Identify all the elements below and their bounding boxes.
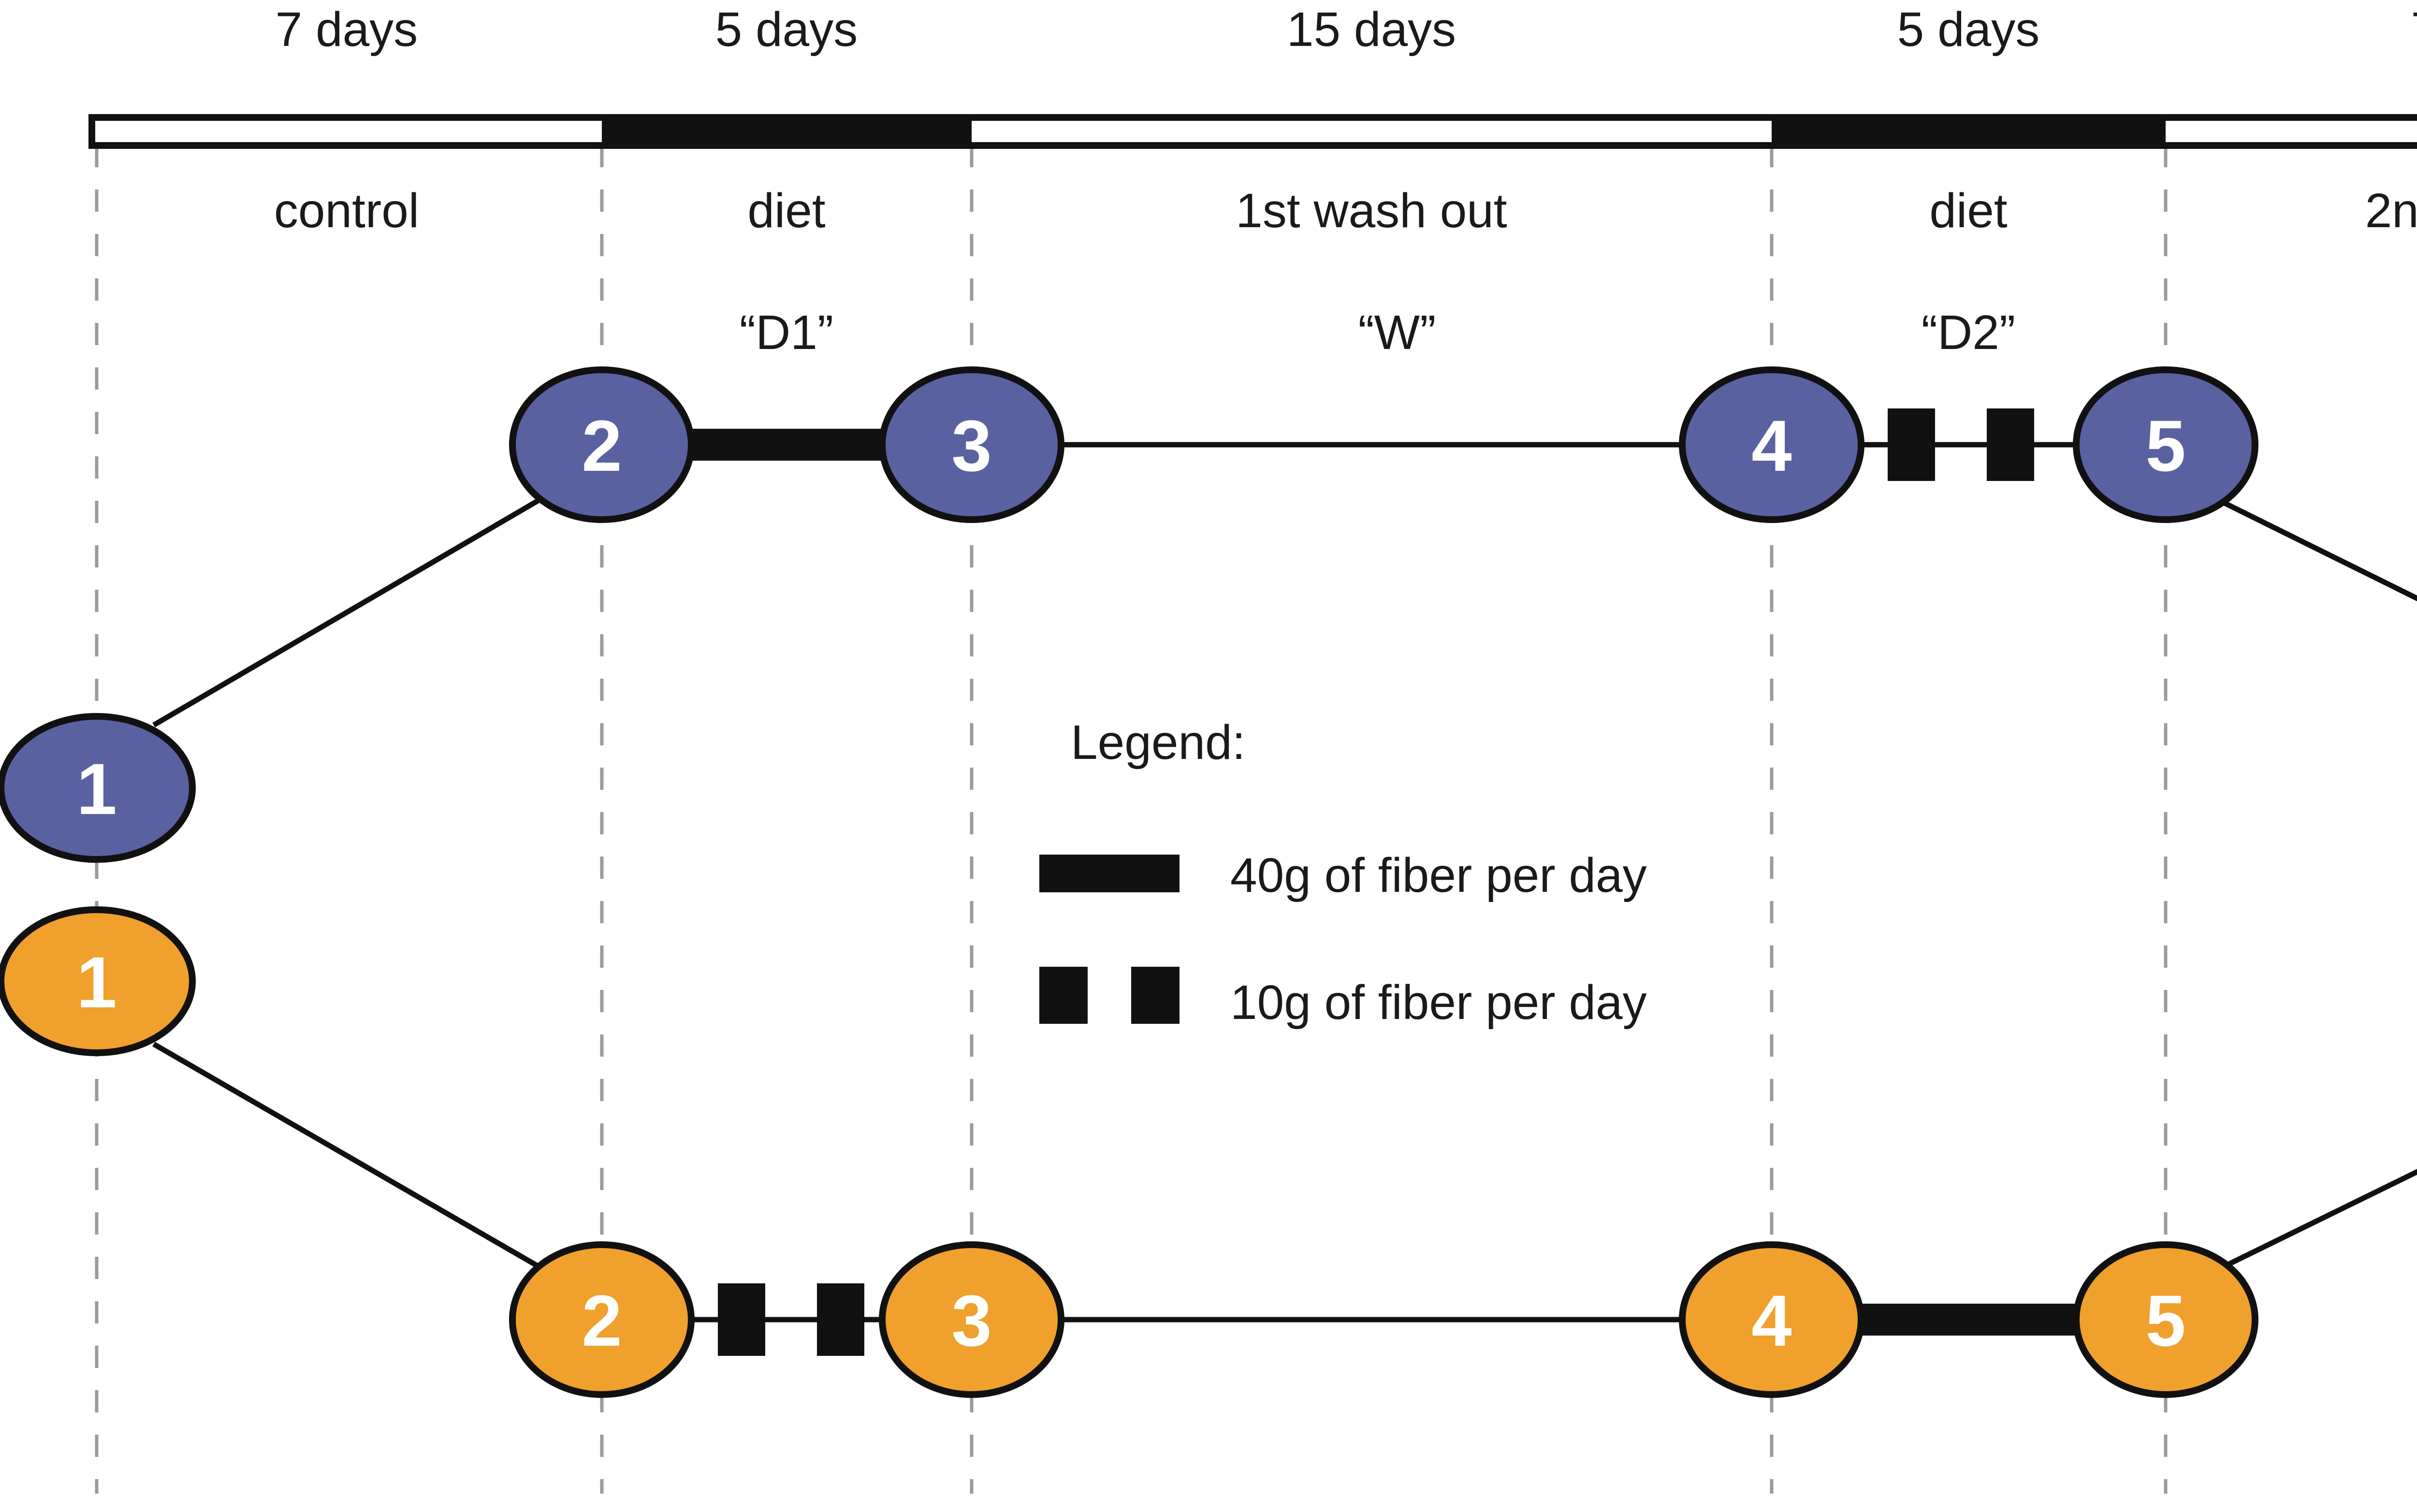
- timeline-bar-fill-diet-2: [1772, 114, 2166, 149]
- phase-label-first-washout: 1st wash out: [1236, 184, 1507, 238]
- node-a-2[interactable]: 2: [509, 366, 695, 523]
- code-label-d1: “D1”: [740, 305, 833, 360]
- link-a-5-6: [2203, 491, 2417, 601]
- node-a-3-label: 3: [951, 405, 991, 486]
- node-b-4[interactable]: 4: [1679, 1241, 1864, 1398]
- node-b-4-label: 4: [1751, 1280, 1791, 1361]
- node-b-2-label: 2: [582, 1280, 622, 1361]
- node-b-5[interactable]: 5: [2073, 1241, 2258, 1398]
- link-b-2-3-block-2: [817, 1283, 864, 1356]
- phase-labels: control diet 1st wash out diet 2nd wash …: [274, 184, 2417, 238]
- node-a-1[interactable]: 1: [0, 713, 196, 863]
- timeline-bar: [88, 114, 2417, 149]
- node-b-2[interactable]: 2: [509, 1241, 695, 1398]
- node-a-3-shape[interactable]: [879, 366, 1064, 523]
- node-a-1-shape[interactable]: [0, 713, 196, 863]
- period-code-labels: “D1” “W” “D2”: [740, 305, 2015, 360]
- node-a-4-label: 4: [1751, 405, 1791, 486]
- node-b-1-shape[interactable]: [0, 906, 196, 1056]
- node-a-1-label: 1: [76, 748, 116, 829]
- legend-item-10g: 10g of fiber per day: [1039, 967, 1647, 1030]
- node-a-3[interactable]: 3: [879, 366, 1064, 523]
- node-a-2-shape[interactable]: [509, 366, 695, 523]
- node-b-3-label: 3: [951, 1280, 991, 1361]
- node-b-5-label: 5: [2145, 1280, 2185, 1361]
- legend-label-40g: 40g of fiber per day: [1230, 848, 1647, 902]
- node-a-5[interactable]: 5: [2073, 366, 2258, 523]
- arm-a-nodes[interactable]: 1 2 3 4 5 6: [0, 366, 2417, 863]
- phase-label-diet-2: diet: [1929, 184, 2007, 238]
- code-label-d2: “D2”: [1922, 305, 2015, 360]
- legend-label-10g: 10g of fiber per day: [1230, 975, 1647, 1030]
- node-b-4-shape[interactable]: [1679, 1241, 1864, 1398]
- duration-label-4: 5 days: [1897, 2, 2040, 57]
- timeline-bar-fill-diet-1: [602, 114, 972, 149]
- legend-swatch-block-2-icon: [1131, 967, 1179, 1024]
- node-a-4-shape[interactable]: [1679, 366, 1864, 523]
- arm-b-nodes[interactable]: 1 2 3 4 5 6: [0, 906, 2417, 1398]
- node-a-4[interactable]: 4: [1679, 366, 1864, 523]
- node-b-3[interactable]: 3: [879, 1241, 1064, 1398]
- link-a-4-5-block-1: [1888, 408, 1935, 481]
- node-b-3-shape[interactable]: [879, 1241, 1064, 1398]
- duration-label-2: 5 days: [715, 2, 858, 57]
- legend-swatch-block-1-icon: [1039, 967, 1088, 1024]
- legend: Legend: 40g of fiber per day 10g of fibe…: [1039, 715, 1647, 1030]
- node-b-2-shape[interactable]: [509, 1241, 695, 1398]
- phase-label-second-washout: 2nd wash out: [2365, 184, 2417, 238]
- dashed-guide-lines: [95, 145, 2168, 1494]
- node-b-5-shape[interactable]: [2073, 1241, 2258, 1398]
- link-b-2-3-block-1: [718, 1283, 765, 1356]
- node-b-1[interactable]: 1: [0, 906, 196, 1056]
- code-label-w: “W”: [1358, 305, 1436, 360]
- duration-label-3: 15 days: [1287, 2, 1456, 57]
- node-a-5-label: 5: [2145, 405, 2185, 486]
- link-a-1-2: [152, 491, 553, 727]
- link-b-5-6: [2203, 1169, 2417, 1279]
- link-b-1-2: [152, 1042, 553, 1276]
- legend-swatch-solid-bar-icon: [1039, 855, 1179, 892]
- node-a-2-label: 2: [582, 405, 622, 486]
- node-b-1-label: 1: [76, 942, 116, 1023]
- phase-label-control: control: [274, 184, 419, 238]
- legend-item-40g: 40g of fiber per day: [1039, 848, 1647, 902]
- phase-label-diet-1: diet: [747, 184, 825, 238]
- duration-label-1: 7 days: [276, 2, 418, 57]
- legend-title: Legend:: [1071, 715, 1245, 770]
- duration-labels: 7 days 5 days 15 days 5 days 7 days: [276, 2, 2417, 57]
- duration-label-5: 7 days: [2411, 2, 2417, 57]
- link-a-4-5-block-2: [1987, 408, 2034, 481]
- node-a-5-shape[interactable]: [2073, 366, 2258, 523]
